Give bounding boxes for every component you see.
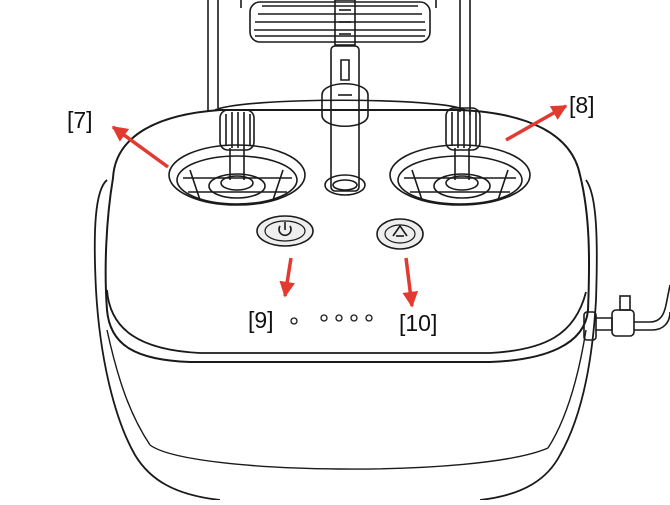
home-icon bbox=[392, 224, 408, 237]
holder-shaft bbox=[321, 0, 369, 196]
power-button bbox=[256, 215, 314, 247]
callout-label-8: [8] bbox=[569, 92, 595, 118]
arrow-10 bbox=[402, 257, 419, 308]
battery-led bbox=[350, 314, 358, 322]
right-stick-assembly bbox=[389, 107, 531, 206]
left-stick-assembly bbox=[168, 109, 306, 206]
battery-led bbox=[365, 314, 373, 322]
callout-arrows bbox=[111, 104, 568, 308]
battery-led bbox=[335, 314, 343, 322]
power-icon bbox=[278, 225, 292, 237]
controller-body bbox=[93, 99, 598, 501]
arrow-7 bbox=[111, 125, 170, 169]
battery-led bbox=[320, 314, 328, 322]
battery-led-group bbox=[290, 314, 373, 325]
callout-label-7: [7] bbox=[67, 107, 93, 133]
device-holder bbox=[207, 0, 471, 115]
return-home-button bbox=[376, 218, 424, 250]
side-cable bbox=[583, 284, 670, 341]
status-led bbox=[290, 317, 298, 325]
callout-label-10: [10] bbox=[399, 310, 438, 336]
arrow-8 bbox=[505, 104, 568, 142]
arrow-9 bbox=[279, 257, 295, 298]
callout-label-9: [9] bbox=[248, 307, 274, 333]
